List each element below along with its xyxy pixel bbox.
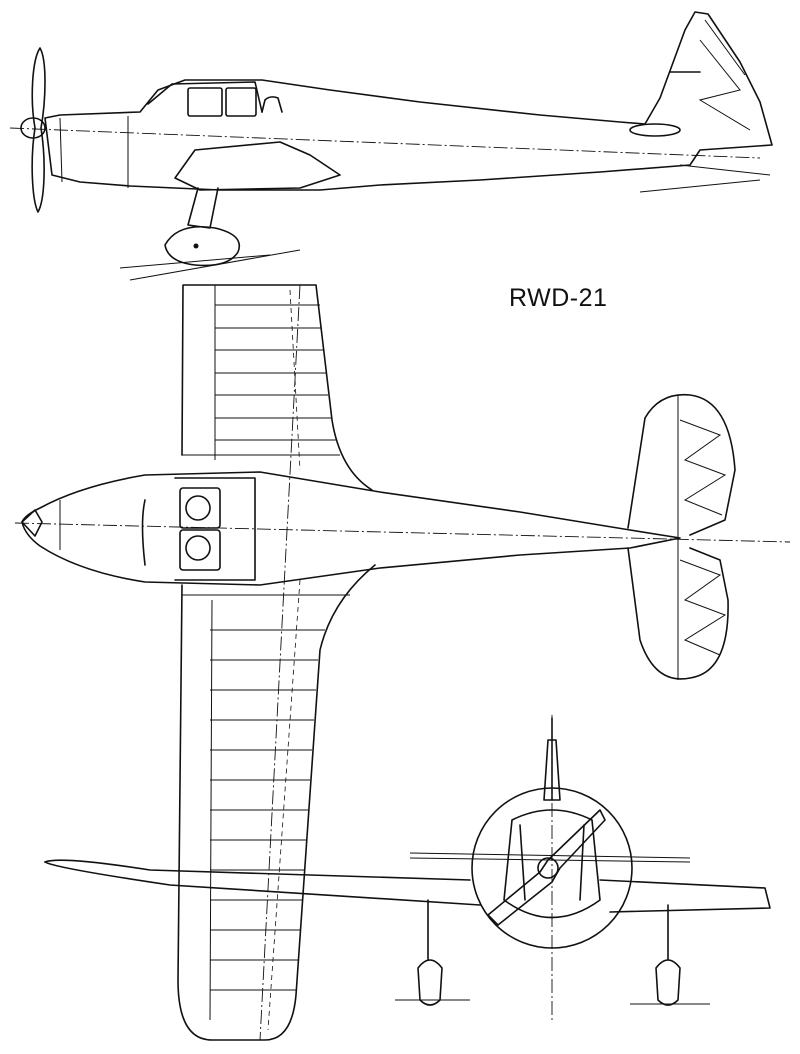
fin-front — [543, 739, 561, 801]
wing-front-right — [599, 879, 771, 913]
tailplane-upper-plan — [627, 393, 736, 536]
gear-front-right — [655, 904, 681, 1006]
wing-fairing-side — [174, 141, 341, 191]
wing-front-left — [44, 859, 471, 881]
front-view — [44, 715, 771, 1020]
fuselage-side — [44, 11, 773, 191]
spinner-plan — [21, 509, 43, 537]
tailplane-lower-plan — [627, 547, 729, 680]
landing-gear-leg-side — [187, 187, 219, 229]
wheel-spat-side — [164, 226, 240, 267]
wing-lower-plan — [177, 564, 376, 1041]
canopy-side — [147, 81, 263, 113]
cockpit-plan — [141, 477, 256, 581]
propeller-side — [31, 47, 46, 213]
wing-upper-plan — [181, 284, 373, 491]
spinner-side — [20, 117, 46, 139]
fuselage-plan — [21, 471, 681, 586]
side-view — [9, 11, 773, 281]
gear-front-left — [417, 899, 443, 1006]
aircraft-designation-label: RWD-21 — [509, 284, 608, 312]
propeller-front — [487, 809, 606, 926]
plan-view — [14, 284, 791, 1041]
